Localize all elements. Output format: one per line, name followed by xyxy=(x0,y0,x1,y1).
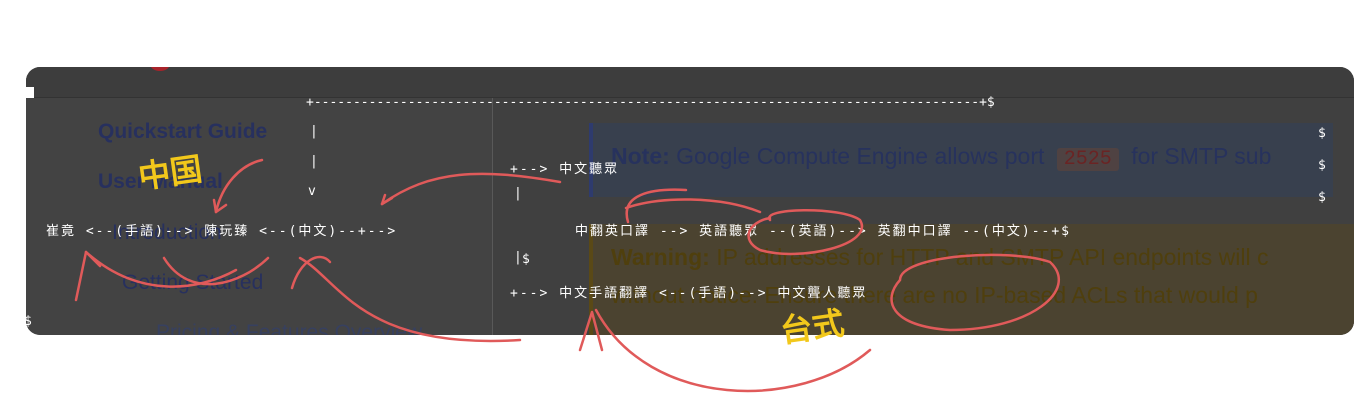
arrow-left-loop xyxy=(84,250,238,288)
note-callout: Note: Google Compute Engine allows port … xyxy=(589,123,1333,197)
arrowhead-1 xyxy=(212,198,228,214)
diagram-pipe-4: | xyxy=(514,250,522,265)
note-label: Note: xyxy=(611,143,670,169)
diagram-arrow-down: v xyxy=(308,184,316,199)
arrow-china-to-taiwan xyxy=(214,158,264,214)
arrowhead-3 xyxy=(578,310,604,352)
diagram-top-branch: +--> 中文聽眾 xyxy=(510,162,620,177)
diagram-dollar-3: $ xyxy=(1318,158,1326,173)
arrow-hub-top xyxy=(625,188,688,224)
note-text: Note: Google Compute Engine allows port … xyxy=(611,143,1271,171)
screenshot-window: Quickstart Guide User Manual Introductio… xyxy=(26,67,1354,335)
window-top-bar xyxy=(26,67,1354,115)
diagram-bottom-branch: +--> 中文手語翻譯 <--(手語)--> 中文聾人聽眾 xyxy=(510,286,868,301)
sidebar-item-introduction[interactable]: Introduction xyxy=(112,221,222,244)
diagram-dollar-5: $ xyxy=(24,314,32,329)
diagram-dollar-4: $ xyxy=(1318,190,1326,205)
warning-label: Warning: xyxy=(611,244,710,270)
note-tail: for SMTP sub xyxy=(1131,143,1272,169)
note-body: Google Compute Engine allows port xyxy=(676,143,1045,169)
warning-line-2: without notice. Ensure there are no IP-b… xyxy=(611,282,1258,308)
annotation-taiwan: 台式 xyxy=(777,303,847,351)
sidebar-item-user-manual[interactable]: User Manual xyxy=(98,170,223,193)
diagram-dollar-1: $ xyxy=(522,252,530,267)
arrowhead-2 xyxy=(380,193,394,206)
circle-deaf-audience xyxy=(890,253,1061,332)
warning-callout: Warning: IP addresses for HTTP and SMTP … xyxy=(589,224,1354,335)
sidebar-divider xyxy=(492,98,493,335)
warning-line-1: Warning: IP addresses for HTTP and SMTP … xyxy=(611,244,1268,271)
circle-english-audience xyxy=(747,209,864,256)
diagram-dollar-2: $ xyxy=(1318,126,1326,141)
sidebar-item-pricing[interactable]: Pricing & Features Overview xyxy=(156,321,423,335)
arrowhead-4 xyxy=(74,250,102,302)
diagram-middle-branch: 中翻英口譯 --> 英語聽眾 --(英語)--> 英翻中口譯 --(中文)--+… xyxy=(575,224,1072,239)
arrow-return xyxy=(298,256,522,343)
main-content: Note: Google Compute Engine allows port … xyxy=(493,98,1354,335)
close-icon[interactable] xyxy=(150,67,170,71)
diagram-pipe-1: | xyxy=(310,124,318,139)
sidebar-item-quickstart[interactable]: Quickstart Guide xyxy=(98,120,268,143)
diagram-left-flow: 崔竟 <--(手語)--> 陳玩臻 <--(中文)--+--> xyxy=(46,224,398,239)
port-code: 2525 xyxy=(1056,148,1119,171)
diagram-pipe-3: | xyxy=(514,186,522,201)
arrow-lower-left xyxy=(290,255,332,290)
curve-bottom-to-left xyxy=(594,308,872,393)
sidebar: Quickstart Guide User Manual Introductio… xyxy=(26,98,492,335)
arrow-tw-to-cn xyxy=(162,256,270,286)
diagram-top-border: +---------------------------------------… xyxy=(306,95,995,110)
diagram-pipe-2: | xyxy=(310,154,318,169)
arrow-zhongfan xyxy=(624,198,762,214)
warning-body: IP addresses for HTTP and SMTP API endpo… xyxy=(716,244,1269,270)
arrow-english-to-chinese-top xyxy=(380,172,562,206)
annotation-china: 中国 xyxy=(135,149,205,197)
